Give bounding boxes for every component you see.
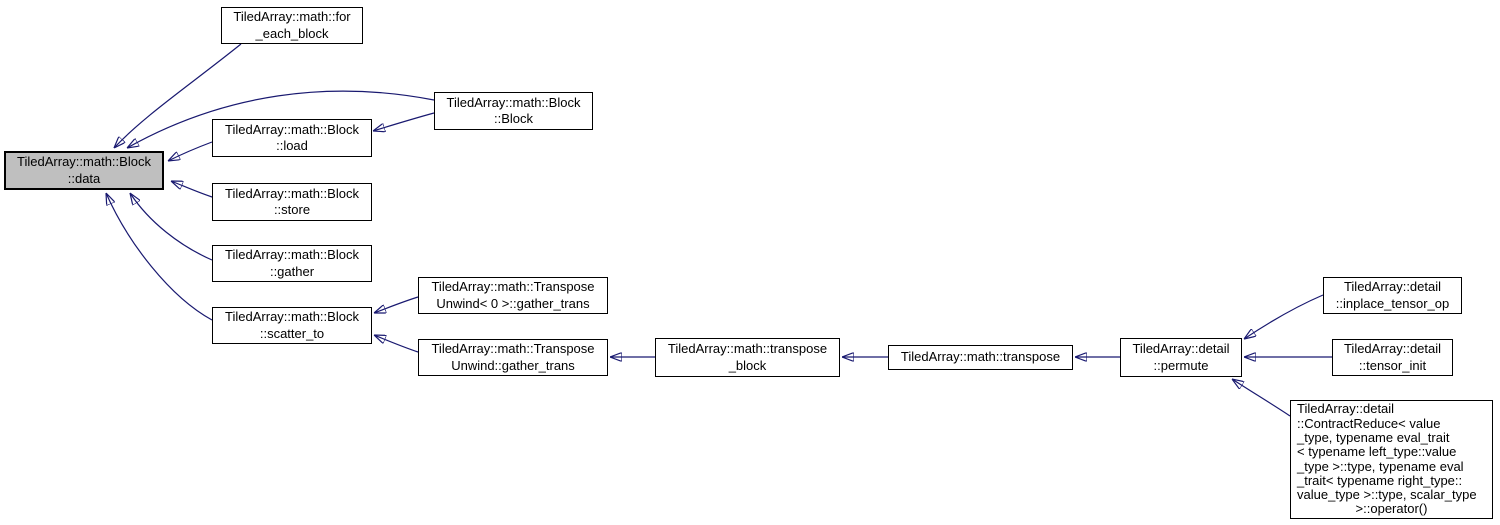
node-label: TiledArray::math::Block ::scatter_to [225, 309, 359, 341]
node-transpose-block[interactable]: TiledArray::math::transpose _block [655, 338, 840, 377]
node-for-each-block[interactable]: TiledArray::math::for _each_block [221, 7, 363, 44]
edge-unwind-gather-trans-to-scatter-to [374, 335, 419, 353]
node-label: TiledArray::math::Transpose Unwind< 0 >:… [431, 279, 595, 311]
node-block-load[interactable]: TiledArray::math::Block ::load [212, 119, 372, 157]
node-inplace-tensor-op[interactable]: TiledArray::detail ::inplace_tensor_op [1323, 277, 1462, 314]
edge-store-to-data [171, 181, 213, 198]
edge-load-to-data [168, 141, 213, 161]
node-block-scatter-to[interactable]: TiledArray::math::Block ::scatter_to [212, 307, 372, 344]
node-transpose[interactable]: TiledArray::math::transpose [888, 345, 1073, 370]
edge-for-each-block-to-data [114, 43, 242, 148]
node-label: TiledArray::math::Block ::store [225, 185, 359, 217]
node-block-gather[interactable]: TiledArray::math::Block ::gather [212, 245, 372, 282]
node-label: TiledArray::detail ::ContractReduce< val… [1297, 401, 1477, 503]
node-block-ctor[interactable]: TiledArray::math::Block ::Block [434, 92, 593, 130]
node-label: TiledArray::math::Block ::Block [446, 94, 581, 126]
node-label: TiledArray::math::for _each_block [233, 9, 351, 41]
node-tensor-init[interactable]: TiledArray::detail ::tensor_init [1332, 339, 1453, 376]
node-label: TiledArray::detail ::inplace_tensor_op [1335, 279, 1450, 311]
node-label: TiledArray::math::transpose [900, 349, 1061, 365]
edge-block-ctor-to-data [127, 90, 435, 148]
node-label: TiledArray::math::Block ::data [17, 154, 151, 186]
node-label: TiledArray::math::Block ::load [225, 121, 359, 153]
node-contract-reduce-operator[interactable]: TiledArray::detail ::ContractReduce< val… [1290, 400, 1493, 519]
node-block-store[interactable]: TiledArray::math::Block ::store [212, 183, 372, 221]
edge-scatter-to-to-data [106, 193, 213, 321]
edge-inplace-tensor-op-to-permute [1244, 294, 1324, 339]
edge-contract-reduce-to-permute [1232, 379, 1291, 417]
node-block-data: TiledArray::math::Block ::data [4, 151, 164, 190]
node-label: TiledArray::detail ::permute [1132, 341, 1230, 373]
node-transpose-unwind-gather-trans[interactable]: TiledArray::math::Transpose Unwind::gath… [418, 339, 608, 376]
node-label: TiledArray::detail ::tensor_init [1343, 341, 1442, 373]
node-transpose-unwind0-gather-trans[interactable]: TiledArray::math::Transpose Unwind< 0 >:… [418, 277, 608, 314]
edge-unwind0-gather-trans-to-scatter-to [374, 296, 419, 313]
node-permute[interactable]: TiledArray::detail ::permute [1120, 338, 1242, 377]
node-label: TiledArray::math::transpose _block [667, 341, 828, 373]
node-label: TiledArray::math::Block ::gather [225, 247, 359, 279]
node-label-last: >::operator() [1355, 501, 1428, 517]
node-label: TiledArray::math::Transpose Unwind::gath… [431, 341, 595, 373]
edge-gather-to-data [130, 193, 213, 261]
edge-block-ctor-to-load [373, 112, 435, 131]
